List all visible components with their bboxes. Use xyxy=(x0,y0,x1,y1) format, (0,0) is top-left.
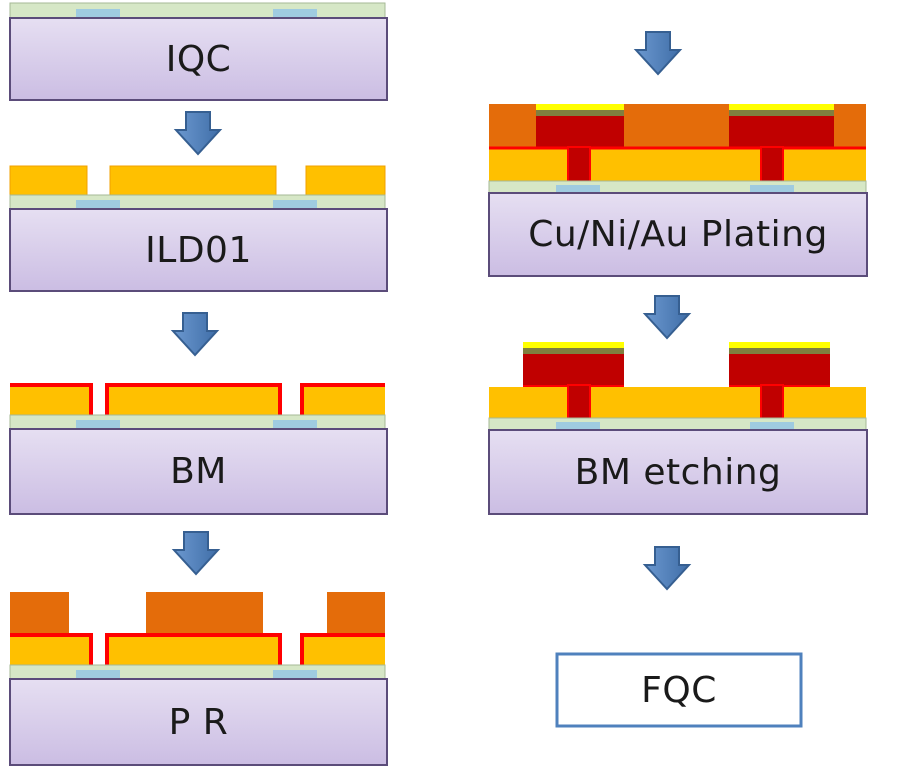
plating-pad-left xyxy=(556,185,600,193)
plating-substrate xyxy=(488,180,867,194)
pr-photoresist-left xyxy=(10,592,69,634)
plating-via-left xyxy=(567,146,591,184)
pr-photoresist-right xyxy=(327,592,385,634)
plating-photoresist-left xyxy=(489,104,536,147)
iqc-substrate xyxy=(9,2,386,19)
plating-nickel-left xyxy=(536,110,624,116)
bm-dielectric-left xyxy=(10,386,89,415)
plating-dielectric xyxy=(489,149,866,181)
pr-photoresist-mid xyxy=(146,592,263,634)
step-iqc xyxy=(9,2,388,101)
etch-via-right xyxy=(760,384,784,421)
step-bm-etching xyxy=(488,342,868,515)
pr-barrier-metal-layer xyxy=(10,633,385,670)
plating-gold-left xyxy=(536,104,624,110)
plating-photoresist-right xyxy=(834,104,866,147)
plating-copper-right xyxy=(729,116,834,147)
etch-nickel-left xyxy=(523,348,624,354)
bm-dielectric-right xyxy=(304,386,385,415)
iqc-pad-right xyxy=(273,9,317,18)
pr-dielectric-mid xyxy=(108,636,278,665)
bm-dielectric-mid xyxy=(108,386,278,415)
step-bm xyxy=(9,383,388,515)
arrow-down-icon xyxy=(171,531,221,576)
etch-gold-right xyxy=(729,342,830,348)
bm-pad-right xyxy=(273,420,317,429)
ild01-wafer-box xyxy=(9,208,388,292)
etch-dielectric xyxy=(489,387,866,418)
ild01-dielectric-left xyxy=(9,165,88,196)
pr-dielectric-left xyxy=(10,636,89,665)
bm-substrate xyxy=(9,414,386,430)
iqc-wafer-box xyxy=(9,17,388,101)
plating-pad-right xyxy=(750,185,794,193)
bm-barrier-metal-layer xyxy=(10,383,385,420)
step-pr xyxy=(9,592,388,766)
ild01-pad-right xyxy=(273,200,317,209)
pr-substrate xyxy=(9,664,386,680)
ild01-pad-left xyxy=(76,200,120,209)
etch-via-left xyxy=(567,384,591,421)
iqc-pad-left xyxy=(76,9,120,18)
bm-wafer-box xyxy=(9,428,388,515)
etch-pad-right xyxy=(750,422,794,430)
plating-copper-left xyxy=(536,116,624,147)
etch-copper-left xyxy=(523,354,624,386)
arrow-down-icon xyxy=(170,312,220,357)
etch-gold-left xyxy=(523,342,624,348)
etch-copper-right xyxy=(729,354,830,386)
plating-nickel-right xyxy=(729,110,834,116)
arrow-down-icon xyxy=(173,111,223,156)
ild01-dielectric-right xyxy=(305,165,386,196)
step-plating xyxy=(488,104,868,277)
pr-dielectric-right xyxy=(304,636,385,665)
arrow-down-icon xyxy=(642,295,692,340)
etch-substrate xyxy=(488,417,867,431)
plating-gold-right xyxy=(729,104,834,110)
plating-photoresist-mid xyxy=(624,104,729,147)
etch-pad-left xyxy=(556,422,600,430)
ild01-dielectric-mid xyxy=(109,165,277,196)
plating-via-right xyxy=(760,146,784,184)
pr-pad-left xyxy=(76,670,120,679)
arrow-down-icon xyxy=(642,546,692,591)
arrow-down-icon xyxy=(633,31,683,76)
step-ild01 xyxy=(9,165,388,292)
pr-wafer-box xyxy=(9,678,388,766)
bm-pad-left xyxy=(76,420,120,429)
pr-pad-right xyxy=(273,670,317,679)
plating-wafer-box xyxy=(488,192,868,277)
fqc-box xyxy=(555,652,803,728)
etch-wafer-box xyxy=(488,429,868,515)
ild01-substrate xyxy=(9,194,386,210)
etch-nickel-right xyxy=(729,348,830,354)
